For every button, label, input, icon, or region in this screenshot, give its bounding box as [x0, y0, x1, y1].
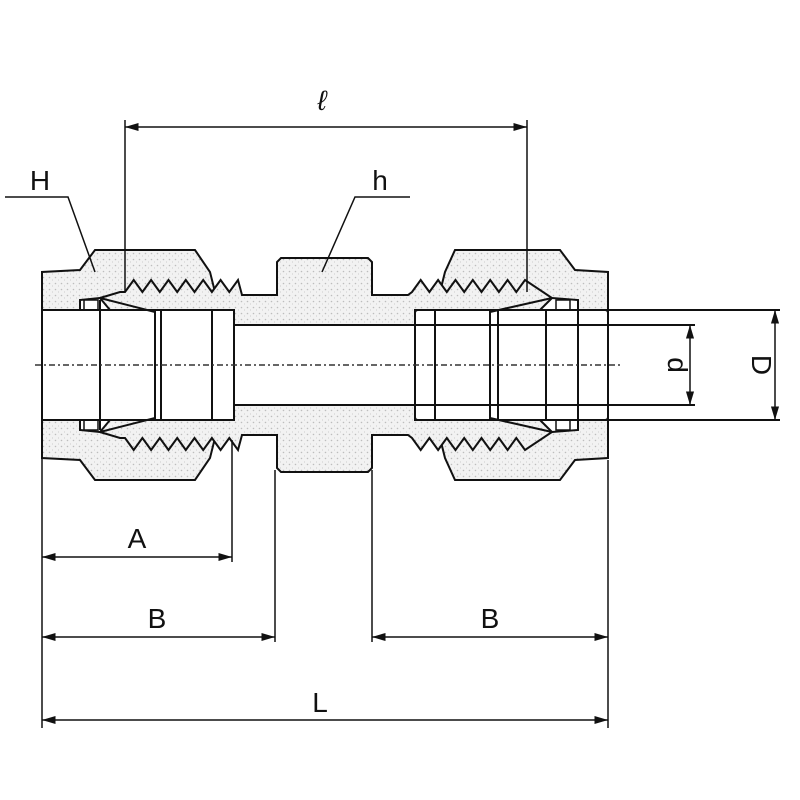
- extension-lines: [41, 440, 609, 728]
- right-back-ferrule: [555, 299, 571, 311]
- label-B-left: B: [148, 603, 167, 634]
- dimension-B-right: B: [372, 603, 608, 642]
- left-back-ferrule: [83, 299, 99, 311]
- dimension-ell: ℓ: [124, 85, 528, 292]
- union-body: [98, 257, 554, 326]
- bore: [234, 324, 415, 406]
- leader-h: h: [321, 165, 410, 273]
- label-d: d: [662, 357, 693, 373]
- label-D: D: [746, 355, 777, 375]
- fitting-lower-half: [41, 404, 609, 481]
- dimension-B-left: B: [42, 603, 275, 642]
- dimension-L: L: [42, 687, 608, 725]
- label-h: h: [372, 165, 388, 196]
- left-nut: [41, 249, 217, 311]
- label-L: L: [312, 687, 328, 718]
- label-ell: ℓ: [316, 85, 328, 116]
- leader-H: H: [5, 165, 96, 273]
- label-B-right: B: [481, 603, 500, 634]
- label-H: H: [30, 165, 50, 196]
- dimension-D: D: [746, 310, 780, 420]
- label-A: A: [128, 523, 147, 554]
- fitting-upper-half: [41, 249, 609, 326]
- dimension-d: d: [662, 325, 695, 405]
- dimension-A: A: [42, 523, 232, 562]
